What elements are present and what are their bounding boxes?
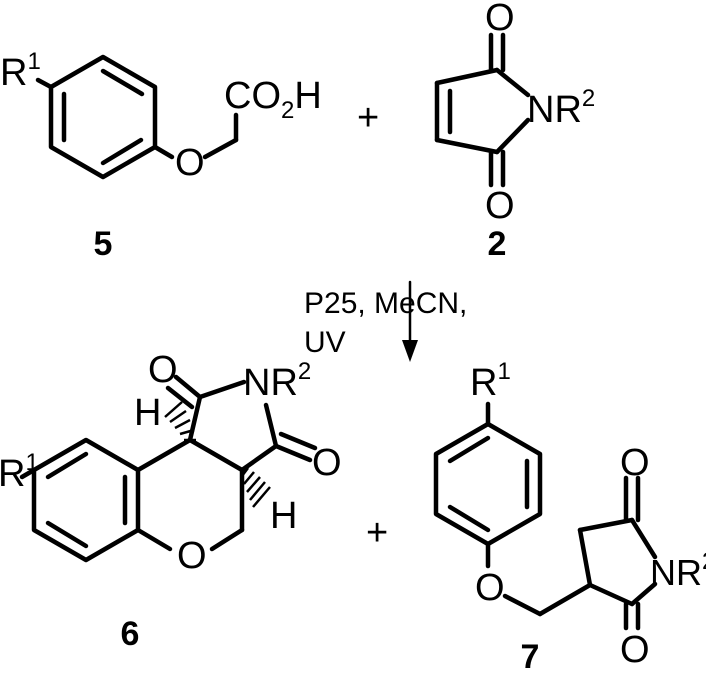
o-top-2: O	[485, 0, 515, 39]
bond-c4-c5	[434, 137, 500, 155]
compound-7: R1 O O O NR2 7	[433, 358, 706, 673]
bond-ch2-carbonyl-top	[577, 517, 635, 533]
compound-5: R1 O CO2H 5	[0, 48, 322, 263]
plus-sign-bottom: +	[366, 512, 388, 554]
compound-number-5: 5	[94, 225, 113, 263]
bond-r1-ring-5	[35, 77, 54, 90]
compound-number-7: 7	[521, 638, 540, 673]
ring-oxygen-6: O	[177, 535, 207, 577]
bond-ring-ch	[135, 437, 193, 473]
bond-carbonyl-o-top-double	[165, 385, 195, 410]
bond-o-ch2-5	[202, 137, 239, 160]
ether-oxygen-5: O	[175, 142, 205, 184]
compound-number-6: 6	[121, 615, 140, 653]
r1-label-5: R1	[0, 48, 41, 94]
o-right-6: O	[312, 442, 342, 484]
o-top-7: O	[620, 442, 650, 484]
bond-ch-ch2-ring	[577, 527, 593, 588]
o-top-6: O	[148, 349, 178, 391]
bond-ring-o-5	[152, 144, 175, 160]
h-right-6: H	[270, 495, 297, 537]
bond-n-carbonyl-right	[263, 402, 279, 449]
bond-c2-n	[494, 67, 531, 98]
bond-carbonyl-n-6	[197, 379, 247, 400]
benzene-ring-6	[31, 437, 141, 563]
bond-carbonyl-o-right	[273, 443, 313, 463]
bond-carbonyl-top-n-7	[629, 517, 658, 560]
r1-label-7: R1	[470, 358, 511, 404]
bond-carbonyl-bottom-ch	[587, 582, 635, 607]
compound-2: O O NR2 2	[434, 0, 595, 263]
ether-oxygen-7: O	[475, 567, 505, 609]
compound-6: R1 O O O NR2 H H 6	[0, 349, 342, 653]
bond-carbonyl-o-right-double	[278, 431, 318, 451]
bond-ring-o-6	[135, 527, 173, 552]
bond-ch-ch-6	[187, 437, 245, 473]
nr2-label-6: NR2	[243, 358, 311, 404]
bond-carbonyl-right-ch	[239, 443, 279, 473]
benzene-ring-7	[433, 421, 543, 547]
bond-carbonyl-o-top	[173, 374, 203, 400]
bond-n-c5	[494, 117, 531, 155]
bond-n-carbonyl-bottom-7	[629, 581, 658, 607]
plus-sign-top: +	[357, 97, 379, 139]
conditions-line-2: UV	[304, 326, 346, 359]
reaction-arrow	[402, 280, 418, 362]
r1-label-6: R1	[0, 449, 39, 495]
bond-r1-ring-6	[19, 467, 37, 480]
bond-ch2-ch-7	[537, 582, 593, 617]
bond-o-ch2-7	[502, 593, 543, 617]
bond-o-ch2-6	[209, 527, 245, 552]
carboxylic-acid-label-5: CO2H	[224, 75, 322, 124]
bond-c2-c3	[434, 67, 500, 86]
nr2-label-7: NR2	[650, 548, 706, 593]
conditions-line-1: P25, MeCN,	[304, 287, 467, 320]
benzene-ring-5	[48, 54, 158, 180]
nr2-label-2: NR2	[527, 85, 595, 131]
hashed-bond-h-left	[164, 401, 196, 442]
o-bottom-2: O	[485, 185, 515, 227]
bond-ch-carbonyl-left	[187, 394, 203, 443]
o-bottom-7: O	[620, 629, 650, 671]
h-left-6: H	[134, 392, 161, 434]
hashed-bond-h-right	[241, 467, 271, 508]
compound-number-2: 2	[488, 225, 507, 263]
